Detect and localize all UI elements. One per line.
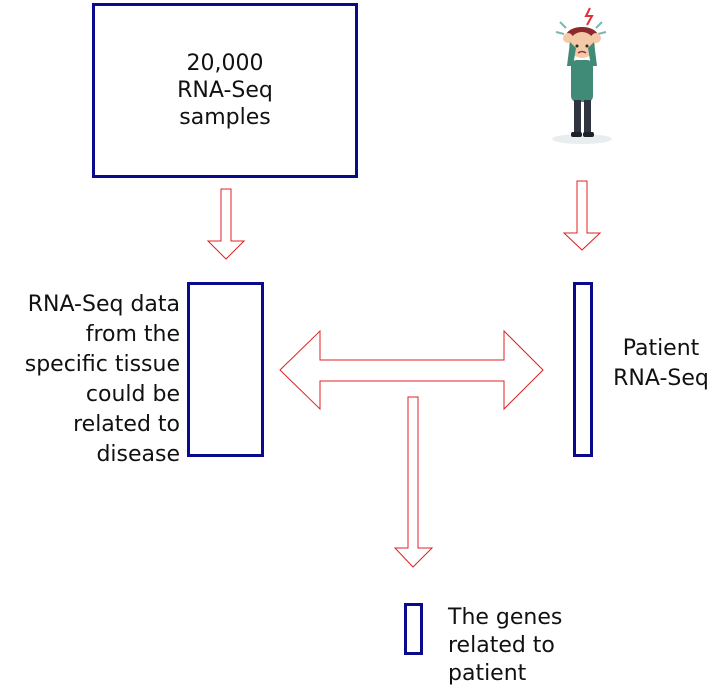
samples-box-line-2: RNA-Seq bbox=[177, 78, 273, 103]
stressed-person-icon bbox=[552, 7, 612, 144]
patient-rnaseq-box bbox=[573, 282, 593, 457]
tissue-label-line-1: RNA-Seq data bbox=[27, 292, 180, 317]
genes-label-line-1: The genes bbox=[448, 605, 563, 630]
tissue-label-line-2: from the bbox=[85, 322, 180, 347]
comparison-to-genes-arrow bbox=[393, 396, 434, 568]
patient-label-line-2: RNA-Seq bbox=[613, 366, 709, 391]
patient-rnaseq-label: Patient RNA-Seq bbox=[606, 334, 716, 394]
genes-label-line-3: patient bbox=[448, 661, 527, 686]
compare-double-arrow bbox=[279, 329, 544, 411]
genes-label-line-2: related to bbox=[448, 633, 555, 658]
tissue-label-line-3: specific tissue bbox=[24, 352, 180, 377]
tissue-label-line-4: could be bbox=[85, 382, 180, 407]
tissue-data-box bbox=[187, 282, 264, 457]
genes-box bbox=[404, 603, 423, 655]
genes-label: The genes related to patient bbox=[448, 604, 648, 688]
samples-box-line-1: 20,000 bbox=[186, 51, 264, 76]
tissue-data-label: RNA-Seq data from the specific tissue co… bbox=[0, 290, 180, 470]
tissue-label-line-6: disease bbox=[96, 442, 180, 467]
patient-label-line-1: Patient bbox=[622, 336, 700, 361]
tissue-label-line-5: related to bbox=[73, 412, 180, 437]
samples-to-tissue-arrow bbox=[206, 188, 246, 260]
patient-to-rnaseq-arrow bbox=[562, 180, 602, 251]
samples-box-line-3: samples bbox=[179, 105, 271, 130]
samples-box: 20,000 RNA-Seq samples bbox=[92, 3, 358, 178]
